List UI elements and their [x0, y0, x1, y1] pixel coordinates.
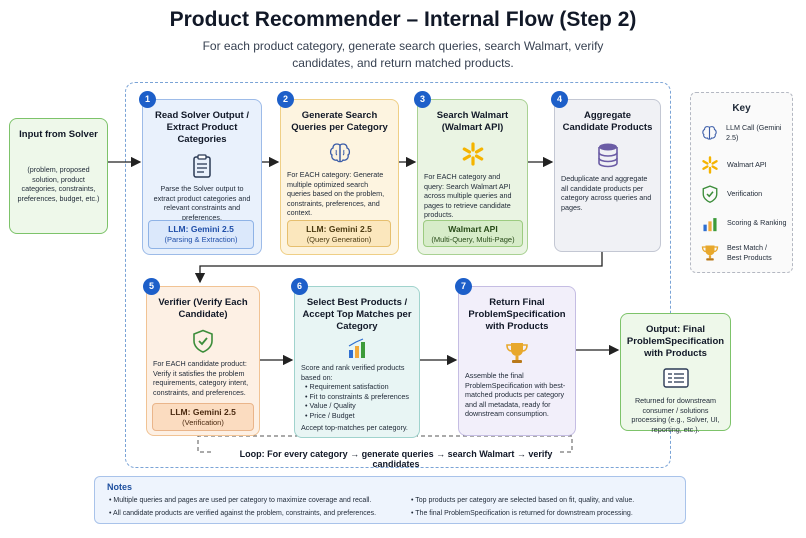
step-6-bullet: • Value / Quality	[305, 401, 356, 411]
brain-icon	[329, 143, 350, 163]
key-label: Verification	[727, 189, 763, 199]
key-title: Key	[732, 103, 751, 114]
step-3-desc: For EACH category and query: Search Walm…	[424, 172, 512, 220]
note-item: Top products per category are selected b…	[411, 496, 681, 505]
step-6-bullet-text: Price / Budget	[309, 410, 355, 420]
step-1-desc: Parse the Solver output to extract produ…	[153, 184, 251, 222]
step-7-desc: Assemble the final ProblemSpecification …	[465, 371, 566, 419]
key-item-scoring: Scoring & Ranking	[701, 214, 787, 232]
step-5-tag-title: LLM: Gemini 2.5	[170, 407, 236, 417]
input-desc: (problem, proposed solution, product cat…	[17, 165, 100, 203]
page-subtitle: For each product category, generate sear…	[202, 39, 604, 70]
step-3-api-tag: Walmart API (Multi-Query, Multi-Page)	[423, 220, 523, 247]
step-6-desc: Score and rank verified products based o…	[301, 363, 413, 432]
step-6-bullet: • Price / Budget	[305, 410, 355, 420]
trophy-icon	[506, 343, 528, 363]
step-5-badge: 5	[143, 278, 160, 295]
output-box: Output: Final ProblemSpecification with …	[620, 313, 731, 434]
step-7-badge: 7	[455, 278, 472, 295]
step-2-desc: For EACH category: Generate multiple opt…	[287, 170, 385, 218]
loop-frame	[125, 82, 671, 468]
step-3-tag-sub: (Multi-Query, Multi-Page)	[431, 235, 515, 244]
step-6-card: Select Best Products / Accept Top Matche…	[294, 286, 420, 438]
step-3-title: Search Walmart (Walmart API)	[436, 110, 509, 133]
bar-chart-icon	[703, 218, 717, 232]
notes-box: Notes Multiple queries and pages are use…	[94, 476, 686, 524]
step-4-card: Aggregate Candidate Products Deduplicate…	[554, 99, 661, 252]
walmart-spark-icon	[462, 142, 483, 166]
step-4-desc: Deduplicate and aggregate all candidate …	[561, 174, 652, 212]
note-item: All candidate products are verified agai…	[109, 509, 409, 518]
page-title: Product Recommender – Internal Flow (Ste…	[169, 8, 637, 31]
input-title: Input from Solver	[19, 129, 98, 140]
notes-title: Notes	[107, 482, 133, 492]
step-2-badge: 2	[277, 91, 294, 108]
step-1-llm-tag: LLM: Gemini 2.5 (Parsing & Extraction)	[148, 220, 254, 249]
trophy-icon	[701, 245, 719, 260]
step-1-tag-sub: (Parsing & Extraction)	[164, 235, 238, 244]
step-4-badge: 4	[551, 91, 568, 108]
output-title: Output: Final ProblemSpecification with …	[626, 324, 725, 359]
shield-check-icon	[702, 185, 718, 203]
key-item-walmart: Walmart API	[701, 156, 767, 174]
step-3-badge: 3	[414, 91, 431, 108]
document-list-icon	[662, 368, 689, 388]
key-item-verification: Verification	[701, 185, 762, 203]
step-2-llm-tag: LLM: Gemini 2.5 (Query Generation)	[287, 220, 391, 247]
key-label: Walmart API	[727, 160, 767, 170]
loop-return-arrow	[197, 435, 573, 453]
step-6-badge: 6	[291, 278, 308, 295]
step-6-bullet: • Fit to constraints & preferences	[305, 391, 409, 401]
brain-icon	[702, 125, 717, 140]
step-2-tag-sub: (Query Generation)	[306, 235, 372, 244]
step-4-title: Aggregate Candidate Products	[562, 110, 653, 133]
step-3-card: Search Walmart (Walmart API) For EACH ca…	[417, 99, 528, 255]
step-6-title: Select Best Products / Accept Top Matche…	[302, 297, 412, 332]
key-label: LLM Call (Gemini 2.5)	[726, 123, 782, 142]
step-6-desc-outro: Accept top-matches per category.	[301, 422, 408, 432]
step-5-tag-sub: (Verification)	[182, 418, 224, 427]
step-2-tag-title: LLM: Gemini 2.5	[306, 224, 372, 234]
step-1-title: Read Solver Output / Extract Product Cat…	[155, 110, 249, 145]
step-7-title: Return Final ProblemSpecification with P…	[468, 297, 566, 332]
key-item-llm: LLM Call (Gemini 2.5)	[701, 123, 792, 142]
input-from-solver-box: Input from Solver (problem, proposed sol…	[9, 118, 108, 234]
step-3-tag-title: Walmart API	[448, 224, 498, 234]
output-desc: Returned for downstream consumer / solut…	[631, 396, 720, 434]
key-label: Scoring & Ranking	[727, 218, 787, 228]
note-item: Multiple queries and pages are used per …	[109, 496, 409, 505]
shield-check-icon	[193, 329, 213, 353]
step-1-tag-title: LLM: Gemini 2.5	[168, 224, 234, 234]
step-6-bullet-text: Value / Quality	[309, 401, 356, 411]
arrow-step4-to-step5	[194, 252, 603, 284]
loop-label: Loop: For every category → generate quer…	[239, 449, 553, 469]
walmart-spark-icon	[702, 156, 718, 174]
step-6-bullet-text: Fit to constraints & preferences	[309, 391, 409, 401]
step-5-desc: For EACH candidate product: Verify it sa…	[153, 359, 249, 397]
step-5-llm-tag: LLM: Gemini 2.5 (Verification)	[152, 403, 254, 431]
key-item-best-match: Best Match / Best Products	[701, 243, 779, 262]
note-item: The final ProblemSpecification is return…	[411, 509, 681, 518]
step-6-bullet: • Requirement satisfaction	[305, 382, 389, 392]
key-label: Best Match / Best Products	[727, 243, 772, 262]
step-1-badge: 1	[139, 91, 156, 108]
legend-key: Key LLM Call (Gemini 2.5) Walmart API Ve…	[690, 92, 793, 273]
step-2-title: Generate Search Queries per Category	[291, 110, 388, 133]
step-6-bullet-text: Requirement satisfaction	[309, 382, 389, 392]
clipboard-icon	[193, 154, 211, 178]
step-5-title: Verifier (Verify Each Candidate)	[158, 297, 248, 320]
step-6-desc-intro: Score and rank verified products based o…	[301, 363, 405, 382]
step-7-card: Return Final ProblemSpecification with P…	[458, 286, 576, 436]
database-icon	[597, 143, 618, 168]
bar-chart-icon	[348, 338, 365, 358]
